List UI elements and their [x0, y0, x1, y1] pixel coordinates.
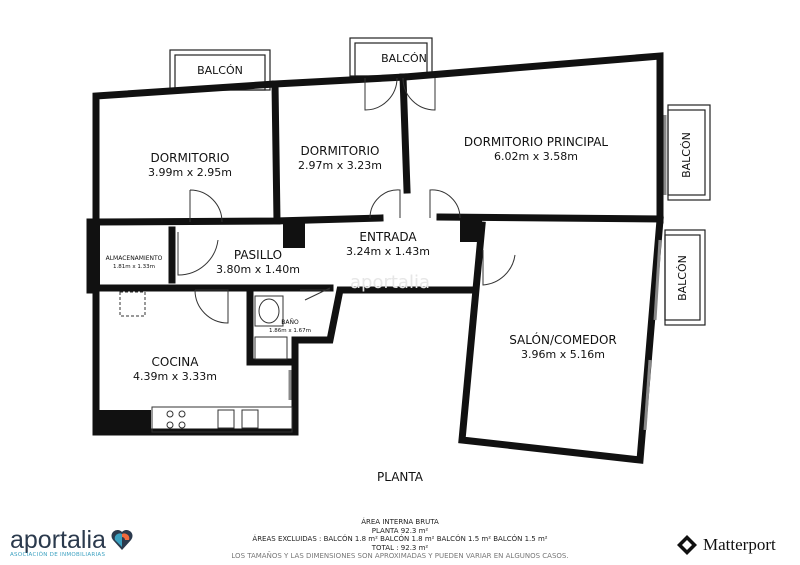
svg-text:BALCÓN: BALCÓN [676, 255, 689, 301]
window [653, 239, 662, 321]
room-dims: 3.99m x 2.95m [148, 166, 232, 179]
svg-text:BALCÓN: BALCÓN [381, 52, 427, 65]
stove-icon [166, 410, 186, 429]
logo-brand: aportalia [10, 526, 106, 554]
room-dims: 6.02m x 3.58m [494, 150, 578, 163]
room-dims: 3.96m x 5.16m [521, 348, 605, 361]
room-dims: 1.81m x 1.33m [113, 264, 155, 270]
bathtub-icon [254, 295, 284, 327]
room-name: DORMITORIO [150, 151, 229, 165]
room-name: SALÓN/COMEDOR [509, 332, 617, 347]
svg-text:BALCÓN: BALCÓN [680, 132, 693, 178]
svg-text:BALCÓN: BALCÓN [197, 64, 243, 77]
floor-area: PLANTA 92.3 m² [371, 526, 429, 535]
room-name: DORMITORIO [300, 144, 379, 158]
room-name: PASILLO [234, 248, 282, 262]
excluded-areas: ÁREAS EXCLUIDAS : BALCÓN 1.8 m² BALCÓN 1… [252, 535, 548, 543]
room-dims: 3.24m x 1.43m [346, 245, 430, 258]
area-heading: ÁREA INTERNA BRUTA [361, 518, 439, 526]
area-summary: ÁREA INTERNA BRUTA PLANTA 92.3 m² ÁREAS … [200, 518, 600, 561]
balcony-middle: BALCÓN [349, 37, 433, 77]
room-labels: DORMITORIO 3.99m x 2.95m DORMITORIO 2.97… [106, 135, 617, 484]
matterport-label: Matterport [703, 535, 776, 554]
room-dims: 1.86m x 1.67m [269, 328, 311, 334]
aportalia-logo: aportalia ASOCIACIÓN DE INMOBILIARIAS [10, 528, 134, 558]
room-name: ENTRADA [359, 230, 417, 244]
shower-icon [254, 336, 288, 360]
balcony-right-top: BALCÓN [667, 104, 711, 201]
room-name: COCINA [152, 355, 200, 369]
logo-subtitle: ASOCIACIÓN DE INMOBILIARIAS [10, 552, 106, 558]
plan-title: PLANTA [377, 470, 424, 484]
watermark: aportalia [350, 272, 430, 293]
room-name: ALMACENAMIENTO [106, 255, 163, 262]
doors [177, 77, 516, 324]
walls [86, 52, 664, 464]
room-name: DORMITORIO PRINCIPAL [464, 135, 609, 149]
balcony-right-bottom: BALCÓN [664, 229, 706, 326]
window [643, 359, 652, 431]
sink-icon [241, 409, 259, 429]
matterport-logo-icon [677, 535, 697, 555]
room-dims: 3.80m x 1.40m [216, 263, 300, 276]
matterport-logo: Matterport [676, 534, 776, 556]
room-dims: 4.39m x 3.33m [133, 370, 217, 383]
disclaimer: LOS TAMAÑOS Y LAS DIMENSIONES SON APROXI… [231, 552, 569, 560]
fixtures [119, 115, 667, 433]
total-area: TOTAL : 92.3 m² [371, 543, 429, 552]
sink-icon [217, 409, 235, 429]
room-dims: 2.97m x 3.23m [298, 159, 382, 172]
appliance-outline [119, 291, 146, 317]
aportalia-heart-icon [111, 529, 133, 550]
kitchen-counter [151, 406, 293, 433]
room-name: BAÑO [281, 319, 299, 326]
